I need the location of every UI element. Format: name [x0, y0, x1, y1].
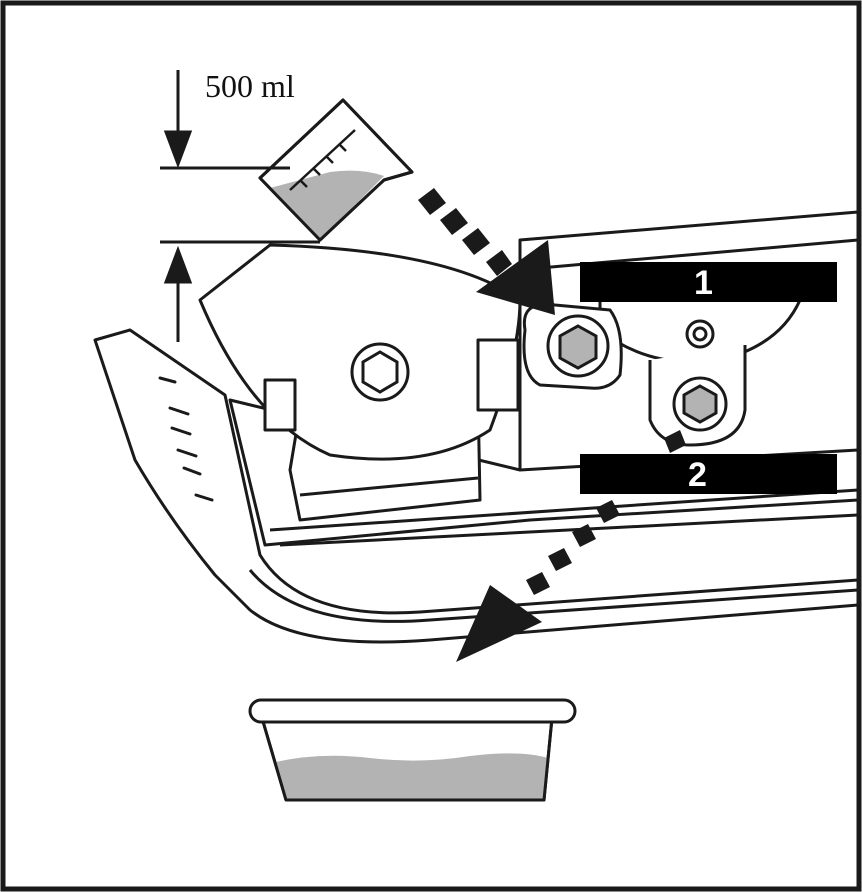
pour-arrow — [418, 188, 555, 315]
callout-1-label: 1 — [694, 264, 713, 302]
callout-1: 1 — [580, 262, 837, 302]
volume-label: 500 ml — [205, 68, 295, 104]
cup-graduations — [289, 129, 356, 191]
drain-pan — [248, 698, 577, 802]
callout-2-label: 2 — [688, 456, 707, 494]
callout-2: 2 — [580, 454, 837, 494]
callout-2-box — [580, 454, 837, 494]
callout-1-box — [580, 262, 837, 302]
drain-arrow — [456, 430, 686, 662]
skid-plate-slots — [158, 376, 214, 502]
pan-fluid — [276, 753, 548, 800]
bracket-bolt — [350, 342, 410, 402]
volume-dimension — [160, 70, 320, 342]
pan-rim — [248, 698, 577, 724]
oil-filler-plug — [546, 314, 610, 378]
measuring-cup — [258, 98, 414, 242]
cup-fluid — [270, 170, 384, 240]
oil-drain-plug — [672, 376, 728, 432]
